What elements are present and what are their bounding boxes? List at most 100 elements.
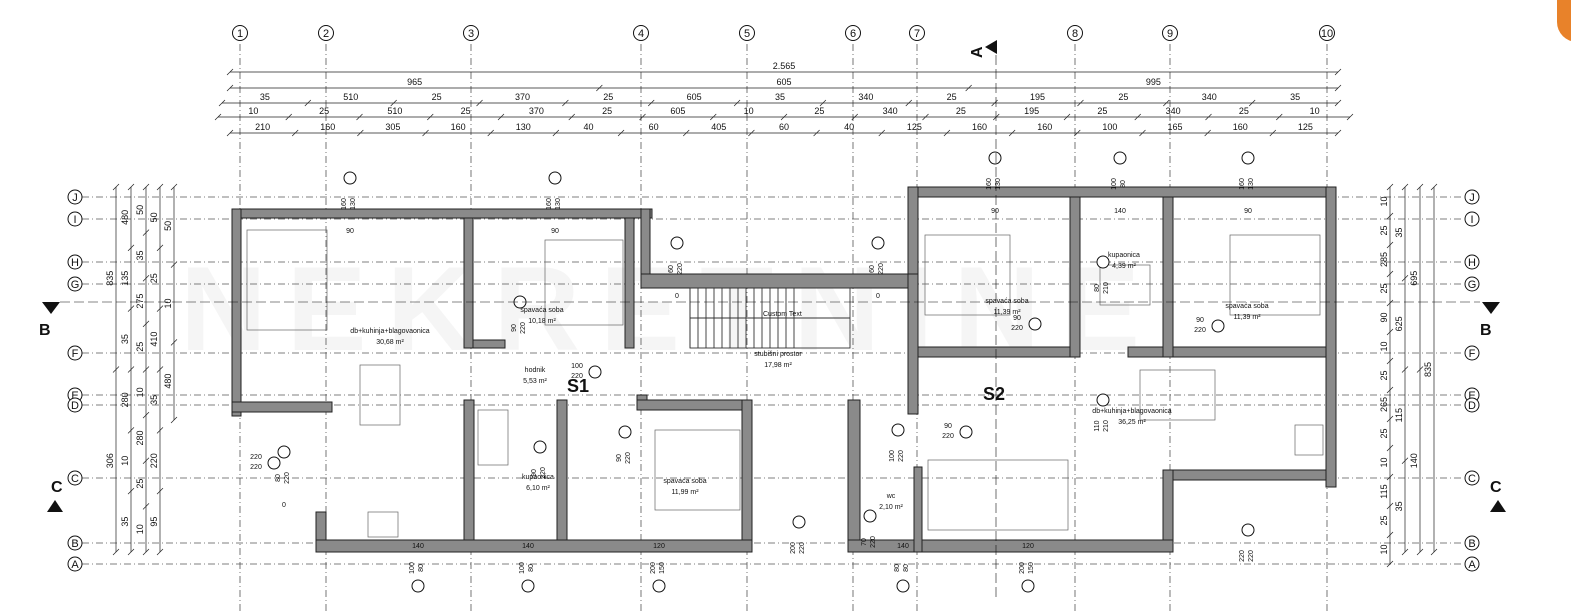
dimension-label: 340 bbox=[858, 92, 873, 102]
opening-dimension: 200 bbox=[790, 542, 797, 554]
column-marker-label: 10 bbox=[1321, 28, 1333, 40]
opening-dimension: 80 bbox=[1094, 284, 1101, 292]
dimension-label: 965 bbox=[407, 77, 422, 87]
opening-dimension: 220 bbox=[942, 433, 954, 440]
dimension-label: 90 bbox=[1379, 312, 1389, 322]
column-marker-label: 4 bbox=[638, 28, 644, 40]
row-marker-label: E bbox=[1468, 390, 1475, 402]
dimension-label: 25 bbox=[947, 92, 957, 102]
room-name: spavaća soba bbox=[663, 478, 706, 485]
room-area: 11,39 m² bbox=[1233, 314, 1261, 321]
dimension-label: 25 bbox=[1097, 106, 1107, 116]
opening-dimension: 220 bbox=[520, 322, 527, 334]
unit-label-s2: S2 bbox=[983, 384, 1005, 404]
corner-badge[interactable] bbox=[1557, 0, 1571, 42]
dimension-label: 25 bbox=[135, 342, 145, 352]
row-marker-label: H bbox=[71, 257, 79, 269]
dimension-label: 280 bbox=[135, 430, 145, 445]
opening-dimension: 90 bbox=[1196, 317, 1204, 324]
row-marker-label: F bbox=[72, 348, 79, 360]
column-marker-label: 6 bbox=[850, 28, 856, 40]
dimension-label: 25 bbox=[135, 479, 145, 489]
dimension-label: 10 bbox=[1379, 196, 1389, 206]
opening-dimension: 200 bbox=[1019, 562, 1026, 574]
room-area: 11,39 m² bbox=[993, 309, 1021, 316]
row-marker-label: I bbox=[1470, 214, 1473, 226]
dimension-label: 115 bbox=[1379, 484, 1389, 498]
room-name: spavaća soba bbox=[520, 307, 563, 314]
opening-dimension: 90 bbox=[551, 228, 559, 235]
column-marker-label: 8 bbox=[1072, 28, 1078, 40]
opening-dimension: 160 bbox=[546, 198, 553, 210]
room-label: wc2,10 m² bbox=[879, 493, 903, 511]
section-c-left: C bbox=[51, 479, 63, 496]
column-marker-label: 5 bbox=[744, 28, 750, 40]
opening-dimension: 160 bbox=[1239, 178, 1246, 190]
dimension-label: 605 bbox=[776, 77, 791, 87]
opening-dimension: 100 bbox=[571, 363, 583, 370]
dimension-label: 10 bbox=[1310, 106, 1320, 116]
opening-dimension: 220 bbox=[250, 464, 262, 471]
opening-dimension: 140 bbox=[522, 543, 534, 550]
row-marker-label: J bbox=[1469, 192, 1475, 204]
opening-dimension: 90 bbox=[511, 324, 518, 332]
dimension-label: 140 bbox=[1409, 453, 1419, 468]
opening-dimension: 220 bbox=[625, 452, 632, 464]
row-marker-label: A bbox=[1468, 559, 1476, 571]
dimension-label: 10 bbox=[744, 106, 754, 116]
opening-dimension: 130 bbox=[995, 178, 1002, 190]
right-dimension-chains: 1025285259010252652510115251035625115356… bbox=[1379, 183, 1438, 568]
opening-dimension: 100 bbox=[889, 450, 896, 462]
room-label: spavaća soba 11,99 m² bbox=[663, 478, 706, 496]
opening-dimension: 220 bbox=[1194, 327, 1206, 334]
dimension-label: 835 bbox=[1423, 362, 1433, 377]
dimension-label: 25 bbox=[149, 273, 159, 283]
opening-dimension: 140 bbox=[897, 543, 909, 550]
dimension-label: 195 bbox=[1030, 92, 1045, 102]
room-area: 11,99 m² bbox=[671, 489, 699, 496]
opening-dimension: 70 bbox=[861, 538, 868, 546]
dimension-label: 275 bbox=[135, 294, 145, 309]
row-marker-label: E bbox=[71, 390, 78, 402]
dimension-label: 405 bbox=[711, 122, 726, 132]
dimension-label: 625 bbox=[1394, 316, 1404, 331]
dimension-label: 160 bbox=[451, 122, 466, 132]
room-name: kupaonica bbox=[522, 474, 554, 481]
dimension-label: 305 bbox=[385, 122, 400, 132]
row-marker-label: C bbox=[71, 473, 79, 485]
room-area: 4,39 m² bbox=[1112, 263, 1136, 270]
section-markers: B B C C A bbox=[39, 40, 1506, 600]
opening-dimension: 60 bbox=[869, 265, 876, 273]
room-area: 5,53 m² bbox=[523, 378, 547, 385]
dimension-label: 220 bbox=[149, 453, 159, 468]
column-marker-8: 8 bbox=[1067, 25, 1083, 41]
dimension-label: 50 bbox=[163, 221, 173, 231]
row-marker-label: B bbox=[1468, 538, 1475, 550]
stair-custom-text: Custom Text bbox=[763, 311, 802, 318]
row-marker-label: G bbox=[1468, 279, 1477, 291]
dimension-label: 340 bbox=[1166, 106, 1181, 116]
opening-dimension: 220 bbox=[540, 467, 547, 479]
opening-dimension: 0 bbox=[282, 502, 286, 509]
opening-dimension: 140 bbox=[1114, 208, 1126, 215]
dimension-label: 25 bbox=[1118, 92, 1128, 102]
dimension-label: 605 bbox=[670, 106, 685, 116]
dimension-label: 135 bbox=[120, 271, 130, 286]
opening-dimension: 90 bbox=[991, 208, 999, 215]
section-b-left: B bbox=[39, 322, 51, 339]
